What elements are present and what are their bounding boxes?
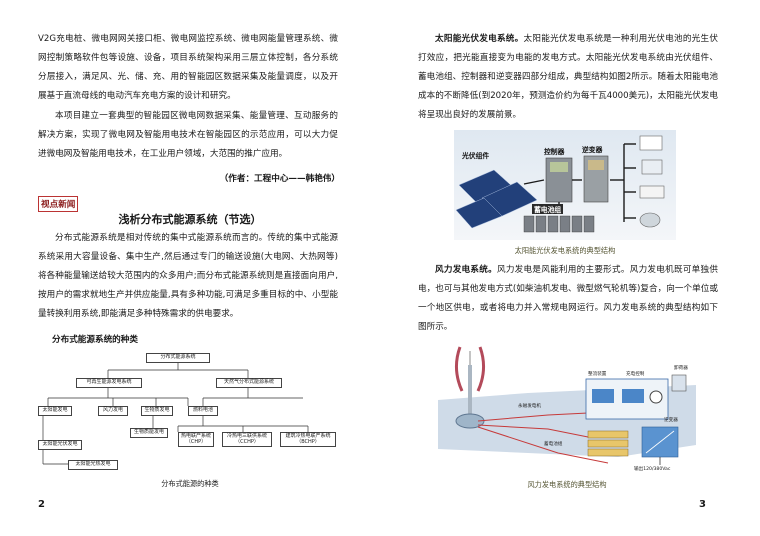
box-chp: 热电联产系统 （CHP）	[178, 432, 214, 447]
solar-figure-art	[454, 130, 676, 240]
solar-figure-caption: 太阳能光伏发电系统的典型结构	[514, 246, 616, 255]
page-number-left: 2	[38, 499, 45, 510]
body-paragraph-2: 本项目建立一套典型的智能园区微电网数据采集、能量管理、互动服务的解决方案，实现了…	[38, 111, 338, 159]
generator-label: 永磁发电机	[518, 404, 541, 409]
right-page: 太阳能光伏发电系统。太阳能光伏发电系统是一种利用光伏电池的光生伏打效应，把光能直…	[380, 0, 760, 536]
page-number-right: 3	[699, 499, 706, 510]
solar-paragraph: 太阳能光伏发电系统。太阳能光伏发电系统是一种利用光伏电池的光生伏打效应，把光能直…	[418, 30, 718, 125]
author-credit: （作者：工程中心——韩艳伟）	[219, 174, 340, 184]
box-fuel-cell: 燃料电池	[188, 406, 218, 416]
diagram-caption: 分布式能源的种类	[161, 479, 219, 488]
wind-figure-caption: 风力发电系统的典型结构	[527, 480, 607, 489]
diagram-connectors	[42, 363, 309, 465]
article-title: 浅析分布式能源系统（节选）	[118, 213, 262, 226]
energy-types-diagram: 分布式能源系统 可再生能源发电系统 天然气分布式能源系统 太阳能发电 风力发电 …	[38, 348, 338, 480]
wind-text: 风力发电是风能利用的主要形式。风力发电机既可单独供电，也可与其他发电方式(如柴油…	[418, 265, 718, 332]
box-solar-thermal: 太阳能光热发电	[68, 460, 118, 470]
controller-label: 控制器	[544, 148, 565, 156]
box-bchp: 建筑冷热电联产系统 （BCHP）	[280, 432, 336, 447]
box-solar: 太阳能发电	[38, 406, 72, 416]
unload-label: 卸荷器	[674, 366, 688, 371]
pv-module-label: 光伏组件	[462, 152, 490, 160]
box-wind: 风力发电	[98, 406, 128, 416]
charge-control-label: 充电控制	[626, 372, 645, 377]
wind-figure: 整流装置 充电控制 卸荷器 永磁发电机 蓄电池组 逆变器 输出120/380Va…	[438, 345, 696, 475]
box-biomass: 生物质发电	[141, 406, 173, 416]
left-page: V2G充电桩、微电网网关接口柜、微电网监控系统、微电网能量管理系统、微网控制策略…	[38, 34, 340, 510]
diagram-heading: 分布式能源系统的种类	[52, 335, 138, 345]
battery-bank-label: 蓄电池组	[532, 204, 564, 214]
box-renewable: 可再生能源发电系统	[76, 378, 142, 388]
box-root: 分布式能源系统	[146, 353, 210, 363]
output-label: 输出120/380Vac	[634, 467, 671, 472]
body-paragraph-3: 分布式能源系统是相对传统的集中式能源系统而言的。传统的集中式能源系统采用大容量设…	[38, 233, 338, 319]
box-biogas: 生物质能发电	[130, 428, 168, 438]
wind-lead: 风力发电系统。	[435, 265, 497, 275]
inverter-label: 逆变器	[582, 146, 603, 154]
box-gas: 天然气分布式能源系统	[216, 378, 282, 388]
box-cchp: 冷热电三联供系统 （CCHP）	[222, 432, 272, 447]
rectifier-label: 整流装置	[588, 372, 607, 377]
battery-label: 蓄电池组	[544, 442, 563, 447]
solar-lead: 太阳能光伏发电系统。	[435, 34, 524, 44]
wind-paragraph: 风力发电系统。风力发电是风能利用的主要形式。风力发电机既可单独供电，也可与其他发…	[418, 261, 718, 337]
section-tag: 视点新闻	[38, 196, 79, 212]
solar-figure: 光伏组件 控制器 逆变器 蓄电池组	[454, 130, 676, 240]
box-solar-pv: 太阳能光伏发电	[38, 440, 82, 450]
wind-figure-art	[438, 346, 696, 465]
body-paragraph-1: V2G充电桩、微电网网关接口柜、微电网监控系统、微电网能量管理系统、微网控制策略…	[38, 34, 338, 101]
solar-text: 太阳能光伏发电系统是一种利用光伏电池的光生伏打效应，把光能直接变为电能的发电方式…	[418, 34, 718, 120]
inverter-label-wind: 逆变器	[664, 418, 678, 423]
